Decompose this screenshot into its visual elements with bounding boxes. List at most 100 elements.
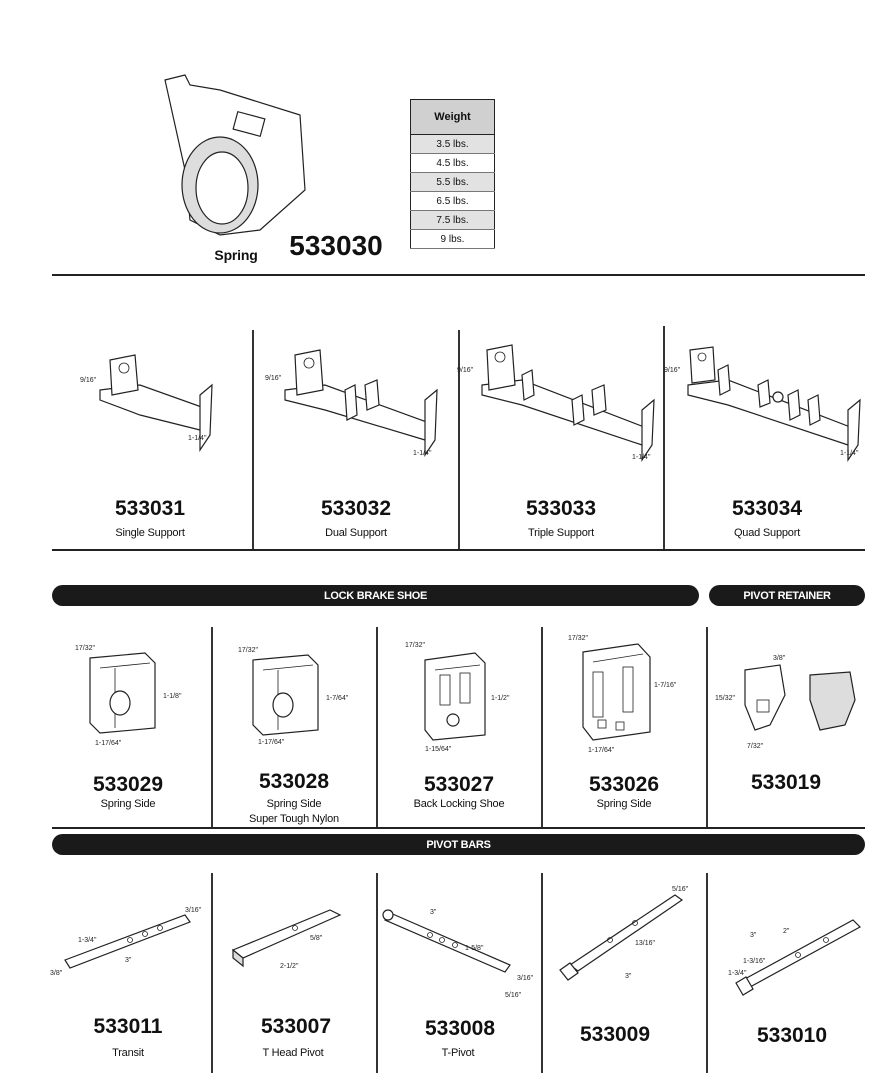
part-number: 533029 xyxy=(92,773,164,796)
dim-label: 1-3/4" xyxy=(78,937,97,944)
divider xyxy=(211,627,213,828)
divider xyxy=(541,627,543,828)
part-number: 533028 xyxy=(258,770,330,793)
part-number: 533034 xyxy=(731,497,803,520)
weight-row: 4.5 lbs. xyxy=(410,153,495,173)
part-label: Transit xyxy=(112,1047,144,1059)
part-number: 533009 xyxy=(579,1023,651,1046)
part-label: Triple Support xyxy=(528,527,594,539)
dim-label: 9/16" xyxy=(664,367,681,374)
dim-label: 1-1/4" xyxy=(413,450,432,457)
dim-label: 1-1/4" xyxy=(632,454,651,461)
part-label: Quad Support xyxy=(733,527,801,539)
divider xyxy=(52,549,865,551)
dim-label: 17/32" xyxy=(568,635,589,642)
part-number: 533007 xyxy=(260,1015,332,1038)
pivot-bar-illustration: 3" 1-5/8" 3/16" 5/16" xyxy=(382,909,534,999)
dim-label: 1-15/64" xyxy=(425,746,452,753)
dim-label: 3" xyxy=(750,932,757,939)
support-illustration: 9/16" 1-1/4" xyxy=(80,354,213,452)
pivot-bar-illustration: 5/8" 2-1/2" xyxy=(231,909,342,970)
divider xyxy=(663,326,665,550)
divider xyxy=(458,330,460,550)
part-number: 533031 xyxy=(114,497,186,520)
dim-label: 17/32" xyxy=(238,647,259,654)
divider xyxy=(52,274,865,276)
spring-label: Spring xyxy=(214,247,258,263)
part-number: 533032 xyxy=(320,497,392,520)
support-illustration: 9/16" 1-1/4" xyxy=(265,349,438,457)
dim-label: 9/16" xyxy=(457,367,474,374)
divider xyxy=(541,873,543,1073)
part-label: Single Support xyxy=(115,527,185,539)
pivot-retainer-illustration: 3/8" 15/32" 7/32" xyxy=(715,655,856,750)
part-number: 533026 xyxy=(588,773,660,796)
dim-label: 3/8" xyxy=(50,970,63,977)
part-number: 533019 xyxy=(750,771,822,794)
dim-label: 3/16" xyxy=(517,975,534,982)
part-label: T-Pivot xyxy=(441,1047,475,1059)
divider xyxy=(706,873,708,1073)
divider xyxy=(52,827,865,829)
divider xyxy=(376,873,378,1073)
weight-row: 7.5 lbs. xyxy=(410,210,495,230)
pivot-bar-illustration: 5/16" 13/16" 3" xyxy=(559,886,689,981)
pivot-bar-illustration: 1-3/4" 3/16" 3/8" 3" xyxy=(50,907,202,977)
divider xyxy=(252,330,254,550)
part-label: Spring Side xyxy=(596,798,652,810)
weight-row: 5.5 lbs. xyxy=(410,172,495,192)
dim-label: 1-1/2" xyxy=(491,695,510,702)
dim-label: 9/16" xyxy=(265,375,282,382)
dim-label: 17/32" xyxy=(75,645,96,652)
dim-label: 17/32" xyxy=(405,642,426,649)
dim-label: 15/32" xyxy=(715,695,736,702)
dim-label: 1-1/8" xyxy=(163,693,182,700)
dim-label: 5/16" xyxy=(505,992,522,999)
brake-shoe-illustration: 17/32" 1-7/16" 1-17/64" xyxy=(568,635,677,754)
dim-label: 2-1/2" xyxy=(280,963,299,970)
dim-label: 1-7/64" xyxy=(326,695,349,702)
dim-label: 5/16" xyxy=(672,886,689,893)
brake-shoe-illustration: 17/32" 1-1/8" 1-17/64" xyxy=(75,645,182,747)
spring-illustration xyxy=(164,74,306,236)
dim-label: 1-3/4" xyxy=(728,970,747,977)
dim-label: 3/8" xyxy=(773,655,786,662)
brake-shoe-illustration: 17/32" 1-1/2" 1-15/64" xyxy=(405,642,510,753)
dim-label: 2" xyxy=(783,928,790,935)
section-header-pivot-retainer: PIVOT RETAINER xyxy=(709,585,865,606)
part-label: Back Locking Shoe xyxy=(413,798,505,810)
weight-header: Weight xyxy=(410,99,495,135)
divider xyxy=(211,873,213,1073)
section-header-lock-brake-shoe: LOCK BRAKE SHOE xyxy=(52,585,699,606)
dim-label: 9/16" xyxy=(80,377,97,384)
weight-row: 9 lbs. xyxy=(410,229,495,249)
part-number-533030: 533030 xyxy=(289,230,383,261)
part-label-secondary: Super Tough Nylon xyxy=(249,813,339,825)
part-label: T Head Pivot xyxy=(262,1047,324,1059)
part-number: 533027 xyxy=(423,773,495,796)
weight-table: Weight 3.5 lbs. 4.5 lbs. 5.5 lbs. 6.5 lb… xyxy=(410,99,495,249)
dim-label: 3/16" xyxy=(185,907,202,914)
pivot-bar-illustration: 3" 2" 1-3/16" 1-3/4" xyxy=(728,919,861,996)
weight-row: 3.5 lbs. xyxy=(410,134,495,154)
dim-label: 1-17/64" xyxy=(258,739,285,746)
dim-label: 3" xyxy=(625,973,632,980)
dim-label: 3" xyxy=(125,957,132,964)
support-illustration: 9/16" 1-1/4" xyxy=(664,346,861,462)
dim-label: 7/32" xyxy=(747,743,764,750)
divider xyxy=(706,627,708,828)
part-label: Spring Side xyxy=(266,798,322,810)
weight-row: 6.5 lbs. xyxy=(410,191,495,211)
dim-label: 1-1/4" xyxy=(840,450,859,457)
part-label: Dual Support xyxy=(325,527,387,539)
dim-label: 1-3/16" xyxy=(743,958,766,965)
dim-label: 1-17/64" xyxy=(95,740,122,747)
part-number: 533010 xyxy=(756,1024,828,1047)
divider xyxy=(376,627,378,828)
dim-label: 3" xyxy=(430,909,437,916)
section-header-pivot-bars: PIVOT BARS xyxy=(52,834,865,855)
dim-label: 5/8" xyxy=(310,935,323,942)
dim-label: 13/16" xyxy=(635,940,656,947)
part-number: 533011 xyxy=(93,1015,163,1038)
dim-label: 1-5/8" xyxy=(465,945,484,952)
